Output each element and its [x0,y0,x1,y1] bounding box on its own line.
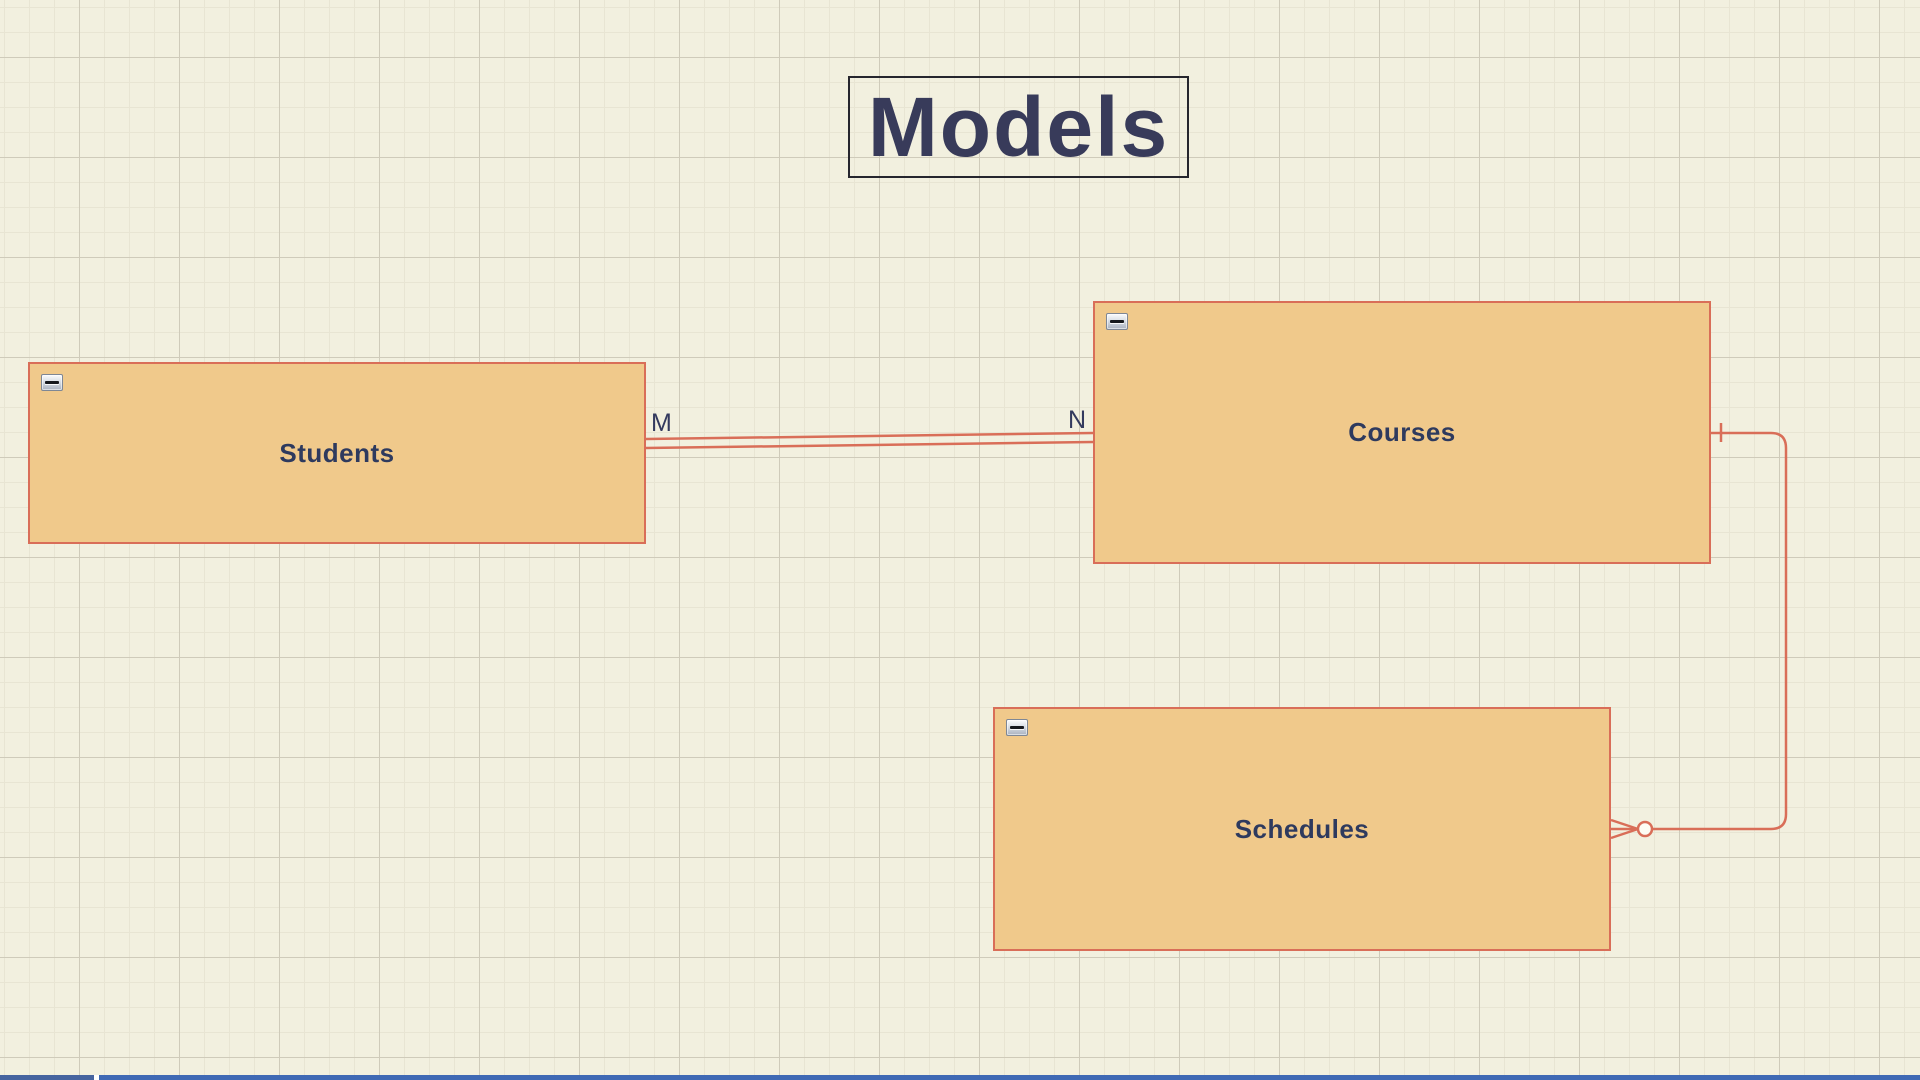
bottom-scrollbar-left-segment[interactable] [0,1075,94,1080]
bottom-scrollbar-right-segment[interactable] [99,1075,1920,1080]
entity-label: Schedules [1234,813,1370,844]
entity-students[interactable]: Students [28,362,646,544]
relationship-students-courses[interactable] [645,431,1094,450]
collapse-minus-icon[interactable] [1006,719,1028,736]
diagram-title-box[interactable]: Models [848,76,1189,178]
collapse-minus-icon[interactable] [1106,313,1128,330]
entity-label: Courses [1348,417,1456,447]
entity-courses[interactable]: Courses [1093,301,1711,564]
collapse-minus-icon[interactable] [41,374,63,391]
cardinality-label-n: N [1068,406,1087,434]
cardinality-label-m: M [651,409,672,437]
entity-schedules[interactable]: Schedules [993,707,1611,951]
bottom-scrollbar-notch [94,1075,99,1080]
diagram-title-text: Models [867,79,1170,174]
entity-label: Students [279,437,395,468]
crows-foot-icon [1610,818,1639,840]
zero-circle-icon [1636,820,1654,838]
